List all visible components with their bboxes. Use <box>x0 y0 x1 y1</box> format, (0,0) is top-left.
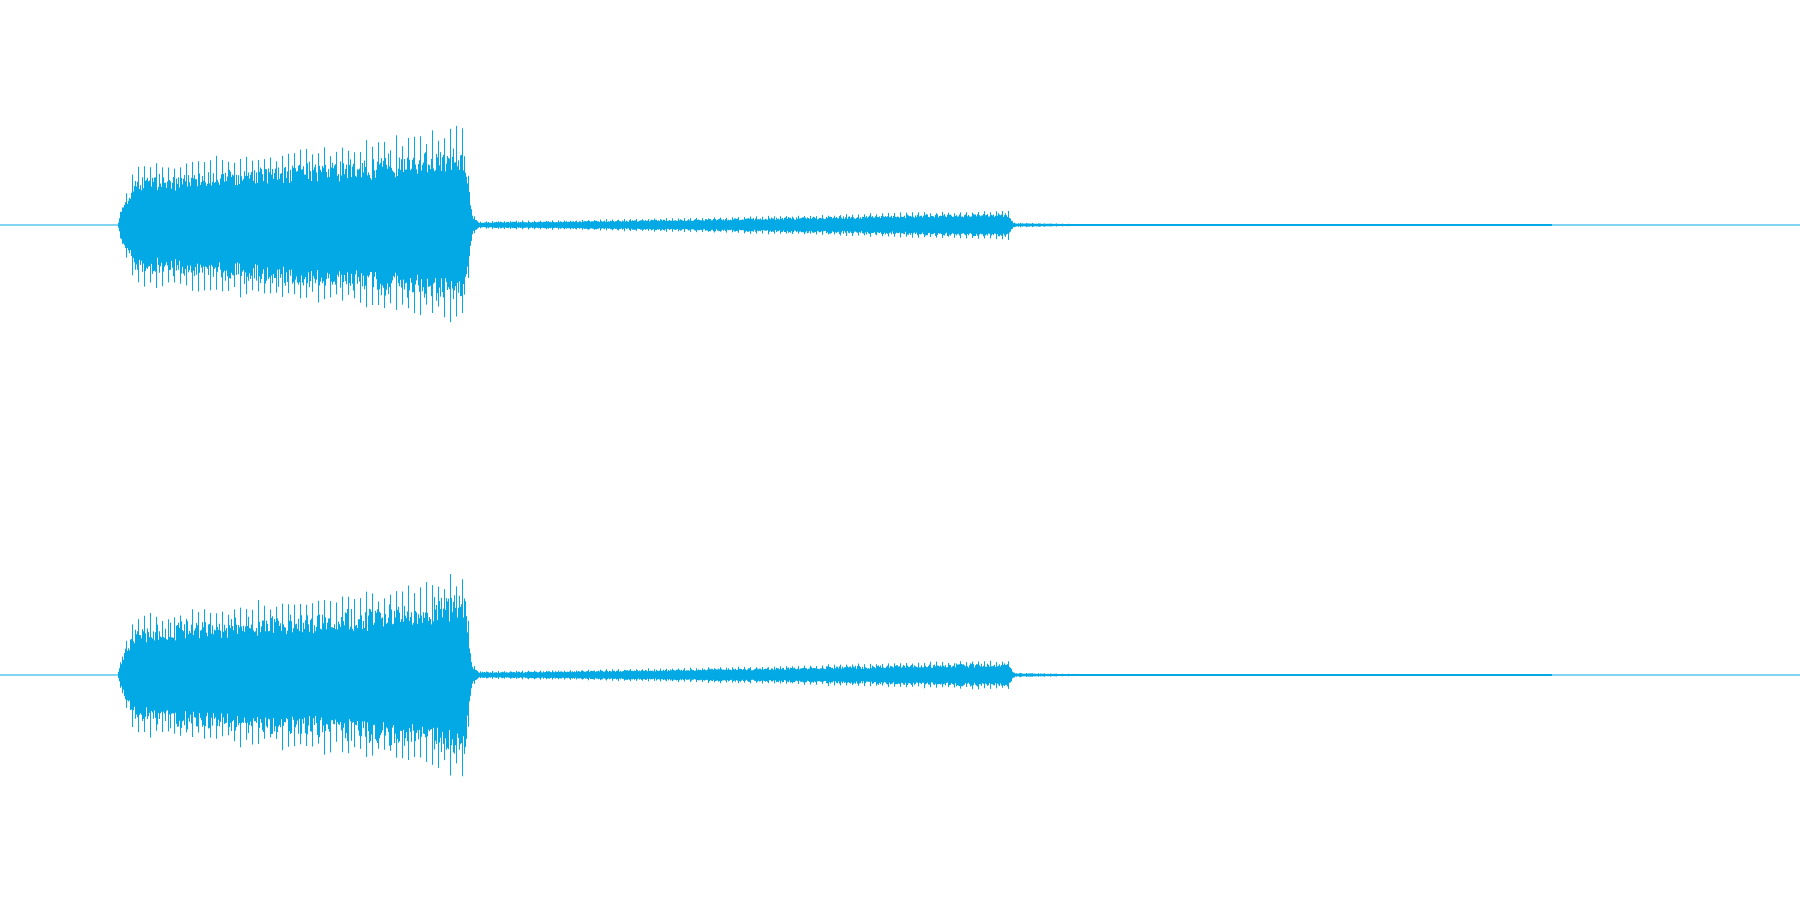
waveform-channel-left <box>0 125 1800 323</box>
waveform-signal-core <box>118 175 1013 275</box>
waveform-signal-core <box>118 625 1013 725</box>
waveform-channel-right <box>0 574 1800 777</box>
